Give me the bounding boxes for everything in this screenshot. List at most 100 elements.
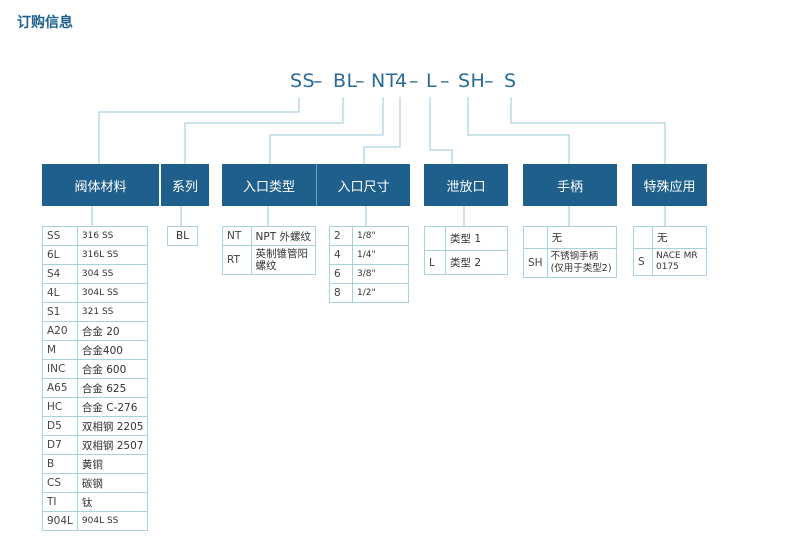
header-special: 特殊应用 — [632, 164, 707, 206]
special-name: 无 — [652, 226, 707, 249]
code-dash: – — [440, 70, 450, 92]
handle-name: 无 — [546, 226, 618, 249]
inlet-size-code: 8 — [329, 283, 353, 303]
handle-code: SH — [523, 248, 548, 278]
material-name: 321 SS — [76, 302, 149, 322]
code-dash: – — [409, 70, 419, 92]
header-vent: 泄放口 — [424, 164, 508, 206]
material-code: HC — [42, 397, 78, 417]
code-vent: L — [426, 70, 438, 92]
inlet-size-code: 6 — [329, 264, 353, 284]
table-row: RT 英制锥管阳螺纹 — [222, 245, 317, 275]
material-name: 双相钢 2205 — [76, 416, 149, 436]
handle-code — [523, 226, 548, 249]
header-handle: 手柄 — [523, 164, 617, 206]
page-title: 订购信息 — [17, 15, 73, 31]
material-name: 316 SS — [76, 226, 149, 246]
code-inlet-size: 4 — [395, 70, 408, 92]
inlet-type-code: NT — [222, 226, 252, 246]
material-name: 黄铜 — [76, 454, 149, 474]
handle-name: 不锈钢手柄 (仅用于类型2) — [546, 248, 618, 278]
inlet-size-name: 1/4" — [352, 245, 409, 265]
inlet-type-name: 英制锥管阳螺纹 — [250, 245, 317, 275]
header-inlet-size: 入口尺寸 — [316, 164, 410, 206]
material-name: 316L SS — [76, 245, 149, 265]
code-handle: SH — [458, 70, 486, 92]
vent-code: L — [424, 250, 446, 275]
material-name: 双相钢 2507 — [76, 435, 149, 455]
material-code: 4L — [42, 283, 78, 303]
material-code: INC — [42, 359, 78, 379]
inlet-type-table: NT NPT 外螺纹 RT 英制锥管阳螺纹 — [222, 226, 317, 275]
material-code: A65 — [42, 378, 78, 398]
material-code: TI — [42, 492, 78, 512]
vent-code — [424, 226, 446, 251]
table-row: 无 — [523, 226, 618, 249]
material-code: D7 — [42, 435, 78, 455]
material-code: 6L — [42, 245, 78, 265]
material-code: S1 — [42, 302, 78, 322]
material-name: 904L SS — [76, 511, 149, 531]
inlet-size-code: 4 — [329, 245, 353, 265]
header-material: 阀体材料 — [42, 164, 159, 206]
material-name: 合金400 — [76, 340, 149, 360]
special-name: NACE MR 0175 — [652, 248, 707, 276]
material-code: S4 — [42, 264, 78, 284]
code-dash: – — [355, 70, 365, 92]
material-code: B — [42, 454, 78, 474]
material-code: A20 — [42, 321, 78, 341]
special-code — [633, 226, 653, 249]
inlet-size-name: 1/2" — [352, 283, 409, 303]
inlet-type-name: NPT 外螺纹 — [250, 226, 317, 246]
vent-name: 类型 2 — [445, 250, 508, 275]
header-series: 系列 — [161, 164, 209, 206]
material-name: 合金 20 — [76, 321, 149, 341]
table-row: 无 — [633, 226, 707, 249]
material-code: D5 — [42, 416, 78, 436]
inlet-type-code: RT — [222, 245, 252, 275]
code-series: BL — [333, 70, 358, 92]
special-code: S — [633, 248, 653, 276]
table-row: 类型 1 — [424, 226, 508, 251]
material-code: CS — [42, 473, 78, 493]
inlet-size-name: 1/8" — [352, 226, 409, 246]
material-name: 碳钢 — [76, 473, 149, 493]
material-code: M — [42, 340, 78, 360]
series-option: BL — [167, 226, 198, 246]
material-name: 合金 625 — [76, 378, 149, 398]
material-code: SS — [42, 226, 78, 246]
material-name: 304L SS — [76, 283, 149, 303]
code-dash: – — [313, 70, 323, 92]
inlet-size-name: 3/8" — [352, 264, 409, 284]
material-name: 合金 600 — [76, 359, 149, 379]
material-name: 钛 — [76, 492, 149, 512]
material-code: 904L — [42, 511, 78, 531]
header-inlet-type: 入口类型 — [222, 164, 316, 206]
material-name: 合金 C-276 — [76, 397, 149, 417]
table-row: NT NPT 外螺纹 — [222, 226, 317, 246]
code-special: S — [504, 70, 517, 92]
